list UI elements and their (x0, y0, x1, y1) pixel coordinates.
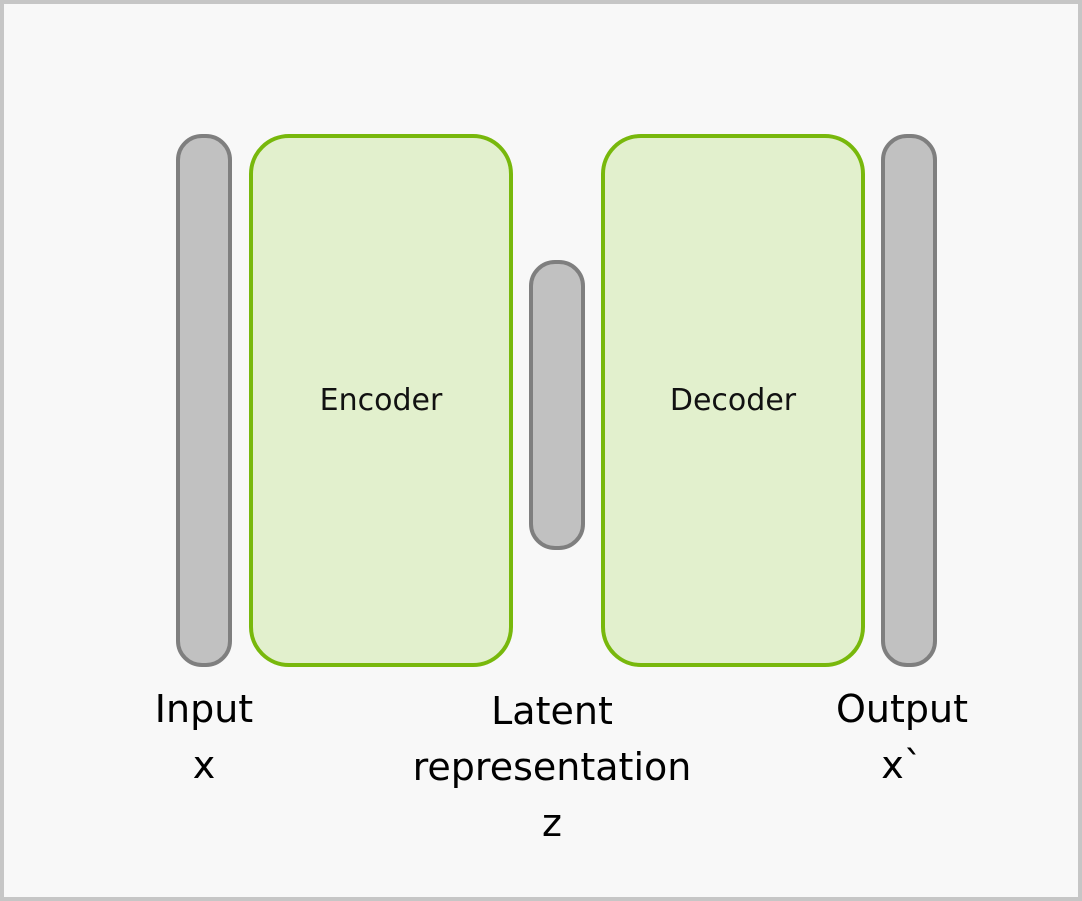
encoder-label: Encoder (319, 383, 443, 418)
output-symbol: x` (881, 743, 923, 787)
latent-layer-bar (529, 260, 585, 550)
latent-label-line2: representation (412, 745, 692, 789)
encoder-block: Encoder (249, 134, 513, 667)
decoder-label: Decoder (669, 383, 797, 418)
input-caption: Input x (104, 681, 304, 793)
decoder-block: Decoder (601, 134, 865, 667)
output-label: Output (836, 687, 968, 731)
input-layer-bar (176, 134, 232, 667)
latent-label-line1: Latent (491, 689, 613, 733)
latent-caption: Latent representation z (402, 683, 702, 851)
output-layer-bar (881, 134, 937, 667)
input-label: Input (154, 687, 254, 731)
input-symbol: x (192, 743, 216, 787)
latent-symbol: z (542, 801, 562, 845)
output-caption: Output x` (802, 681, 1002, 793)
